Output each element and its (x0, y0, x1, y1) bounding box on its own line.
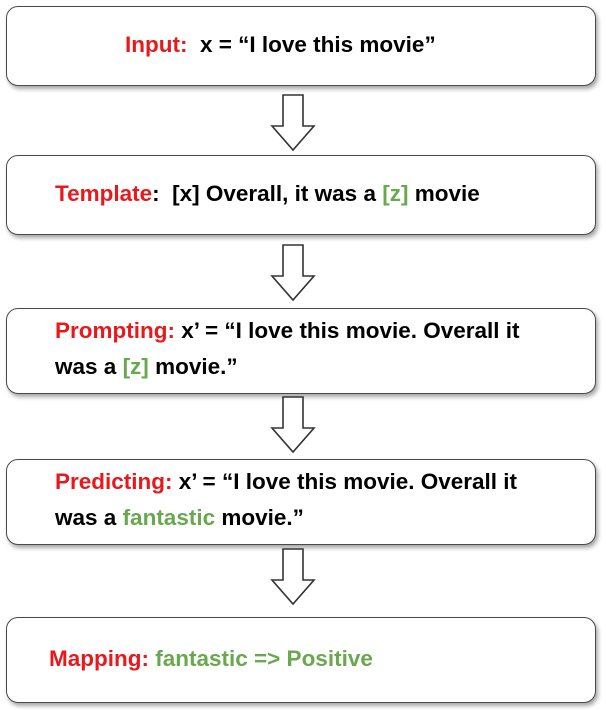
mapping-text: Mapping: fantastic => Positive (49, 641, 373, 677)
prompting-text: Prompting: x’ = “I love this movie. Over… (55, 313, 585, 385)
template-colon: : (152, 181, 160, 206)
predicting-answer: fantastic (122, 505, 216, 530)
prompting-slot: [z] (122, 354, 149, 379)
predicting-label: Predicting: (55, 469, 173, 494)
input-label: Input: (125, 32, 188, 57)
mapping-box: Mapping: fantastic => Positive (6, 617, 596, 703)
input-text: Input: x = “I love this movie” (125, 27, 436, 63)
mapping-result: fantastic => Positive (155, 646, 373, 671)
prompting-line-2: was a [z] movie.” (55, 349, 585, 385)
predicting-line1-text: x’ = “I love this movie. Overall it (178, 469, 518, 494)
down-arrow-icon (270, 396, 316, 454)
predicting-text: Predicting: x’ = “I love this movie. Ove… (55, 464, 585, 536)
down-arrow-icon (270, 244, 316, 302)
prompting-line2-post: movie.” (155, 354, 238, 379)
template-post: movie (414, 181, 480, 206)
down-arrow-icon (270, 94, 316, 152)
predicting-line2-post: movie.” (221, 505, 304, 530)
template-pre: [x] Overall, it was a (172, 181, 376, 206)
template-label: Template (55, 181, 153, 206)
prompting-line1-text: x’ = “I love this movie. Overall it (181, 318, 520, 343)
prompting-box: Prompting: x’ = “I love this movie. Over… (6, 308, 596, 394)
input-value: x = “I love this movie” (199, 32, 436, 57)
input-box: Input: x = “I love this movie” (6, 6, 596, 86)
mapping-label: Mapping: (49, 646, 149, 671)
template-slot: [z] (382, 181, 409, 206)
prompting-line2-pre: was a (55, 354, 117, 379)
down-arrow-icon (270, 548, 316, 606)
prompting-label: Prompting: (55, 318, 175, 343)
predicting-line2-pre: was a (55, 505, 117, 530)
template-box: Template: [x] Overall, it was a [z] movi… (6, 155, 596, 235)
predicting-line-2: was a fantastic movie.” (55, 500, 585, 536)
predicting-line-1: Predicting: x’ = “I love this movie. Ove… (55, 464, 585, 500)
predicting-box: Predicting: x’ = “I love this movie. Ove… (6, 459, 596, 545)
prompting-line-1: Prompting: x’ = “I love this movie. Over… (55, 313, 585, 349)
template-text: Template: [x] Overall, it was a [z] movi… (55, 176, 480, 212)
